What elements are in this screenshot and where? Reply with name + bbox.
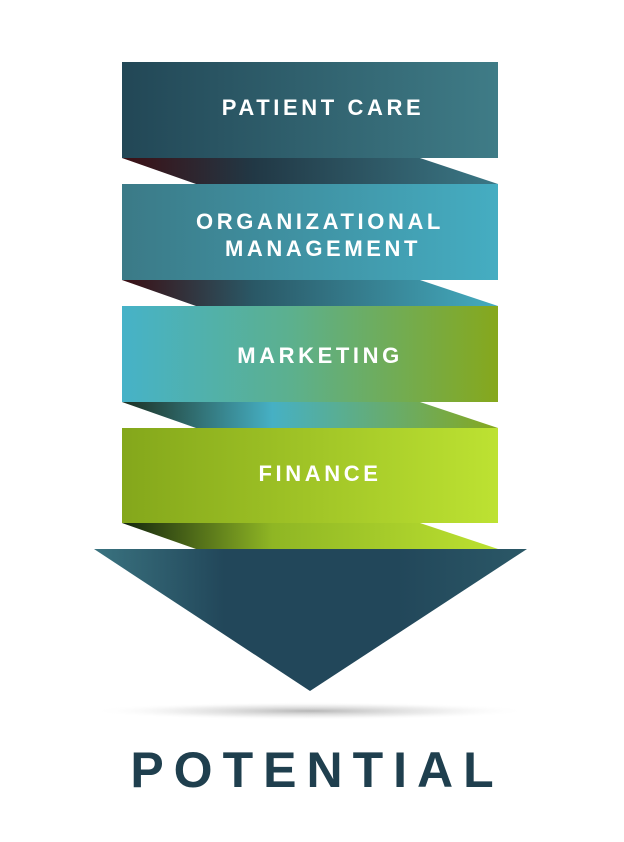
fold-strip-4 — [122, 523, 498, 549]
band-marketing — [122, 306, 498, 402]
band-label-marketing: MARKETING — [237, 343, 403, 368]
fold-strip-3 — [122, 402, 498, 428]
arrow-shadow — [90, 702, 530, 720]
band-patient-care — [122, 62, 498, 158]
band-label-management: MANAGEMENT — [224, 236, 422, 261]
fold-strip-1 — [122, 158, 498, 184]
band-label-patient-care: PATIENT CARE — [221, 95, 425, 120]
fold-strip-2 — [122, 280, 498, 306]
footer-title-potential: POTENTIAL — [130, 742, 504, 798]
band-label-organizational: ORGANIZATIONAL — [196, 209, 444, 234]
band-finance — [122, 428, 498, 523]
arrow-head — [94, 549, 527, 691]
band-label-finance: FINANCE — [258, 461, 382, 486]
band-organizational-management — [122, 184, 498, 280]
